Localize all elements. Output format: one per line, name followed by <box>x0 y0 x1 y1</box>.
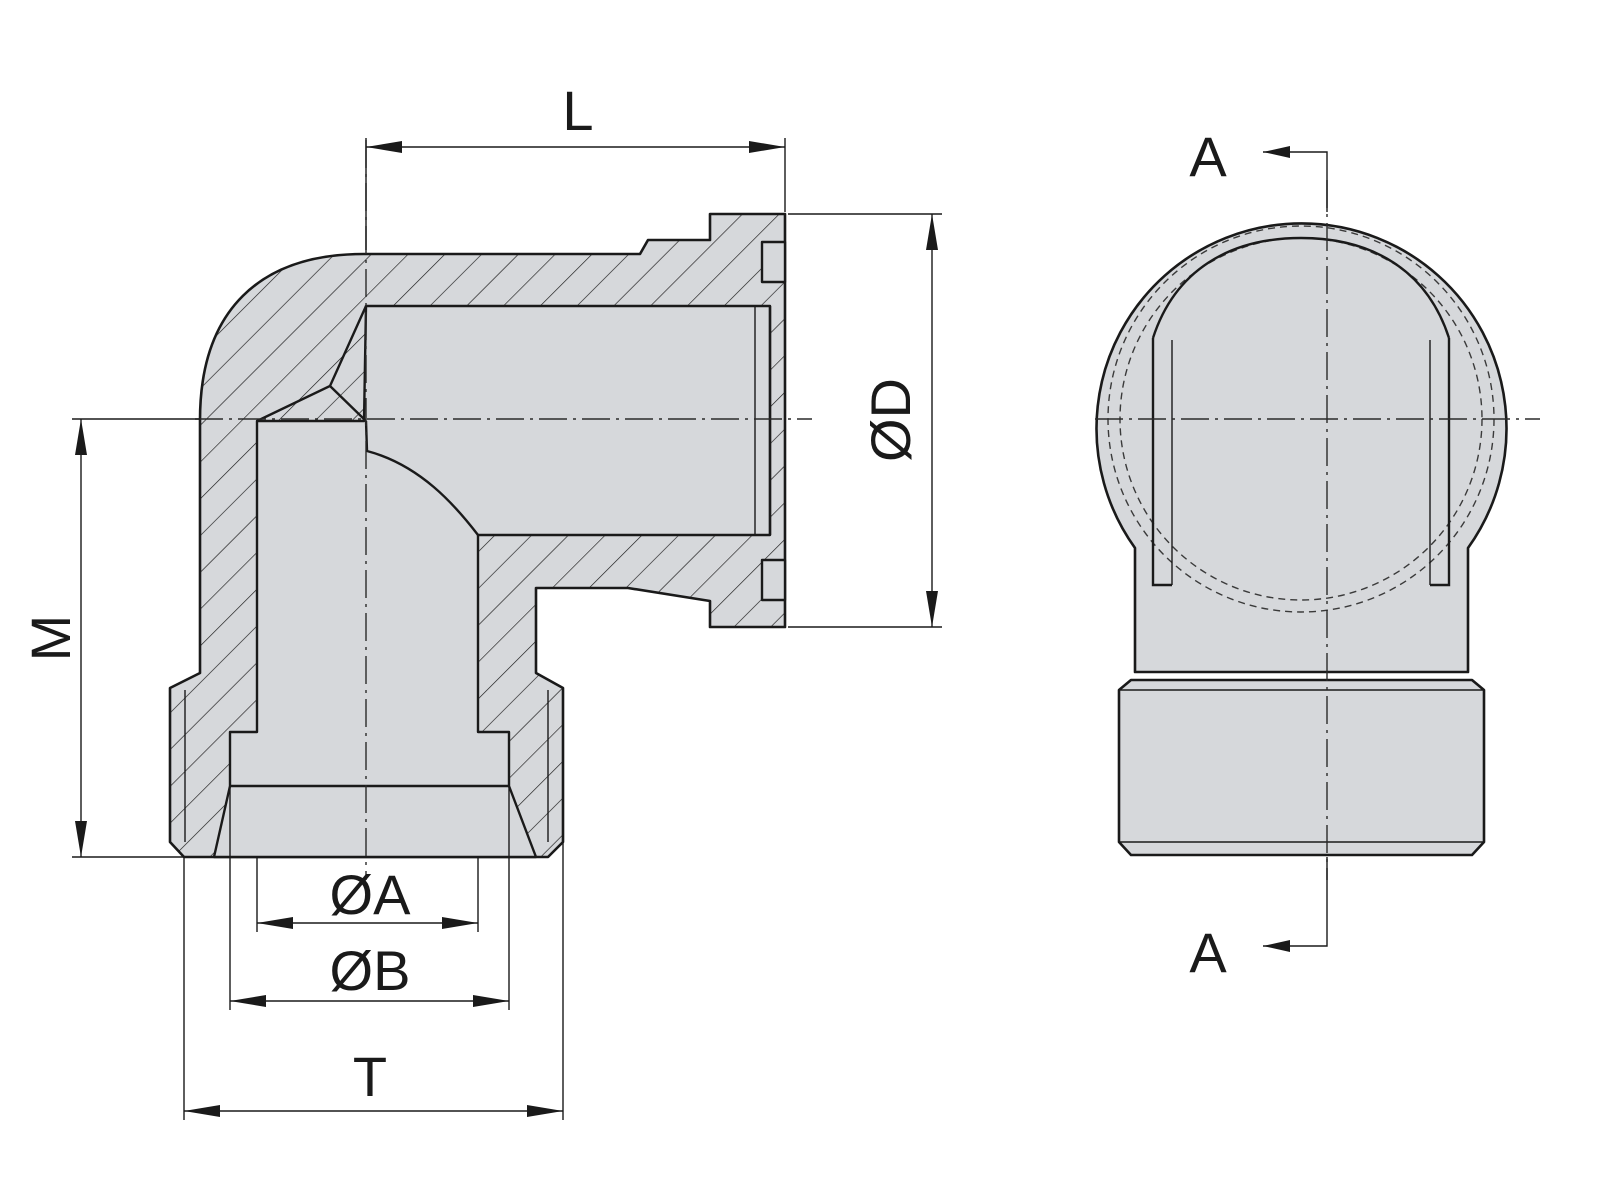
section-label-top: A <box>1189 125 1227 188</box>
section-view <box>168 140 812 880</box>
arrow-b-left <box>230 995 266 1007</box>
label-outer-diameter: ØD <box>859 378 922 462</box>
section-marker-bottom-line <box>1263 857 1328 947</box>
arrow-d-bottom <box>926 591 938 627</box>
arrow-a-right <box>442 917 478 929</box>
inner-bore <box>212 304 772 859</box>
dimension-lines <box>72 138 942 1120</box>
label-height: M <box>19 615 82 662</box>
arrow-l-left <box>366 141 402 153</box>
arrow-b-right <box>473 995 509 1007</box>
arrow-a-left <box>257 917 293 929</box>
inner-arch <box>1151 236 1451 339</box>
label-thread: T <box>353 1045 387 1108</box>
arrow-m-top <box>75 419 87 455</box>
side-view-thread-base <box>1117 678 1486 857</box>
slot-left <box>1151 338 1172 587</box>
drill-cone-edge-2 <box>329 385 367 422</box>
label-bore-diameter: ØA <box>330 863 412 926</box>
seal-groove-top <box>760 240 787 284</box>
bore-intersection-curve <box>364 420 479 536</box>
section-label-bottom: A <box>1189 921 1227 984</box>
arrow-t-left <box>184 1105 220 1117</box>
section-arrow-bottom <box>1263 940 1290 952</box>
arrow-m-bottom <box>75 821 87 857</box>
side-view-body <box>1095 222 1508 674</box>
arrow-t-right <box>527 1105 563 1117</box>
label-counterbore-diameter: ØB <box>330 939 411 1002</box>
slot-right <box>1430 338 1451 587</box>
side-view <box>1095 146 1540 952</box>
section-arrow-top <box>1263 146 1290 158</box>
label-length: L <box>562 79 593 142</box>
seal-groove-bottom <box>760 558 787 602</box>
section-marker-top-line <box>1263 151 1328 212</box>
arrow-l-right <box>749 141 785 153</box>
arrow-d-top <box>926 214 938 250</box>
